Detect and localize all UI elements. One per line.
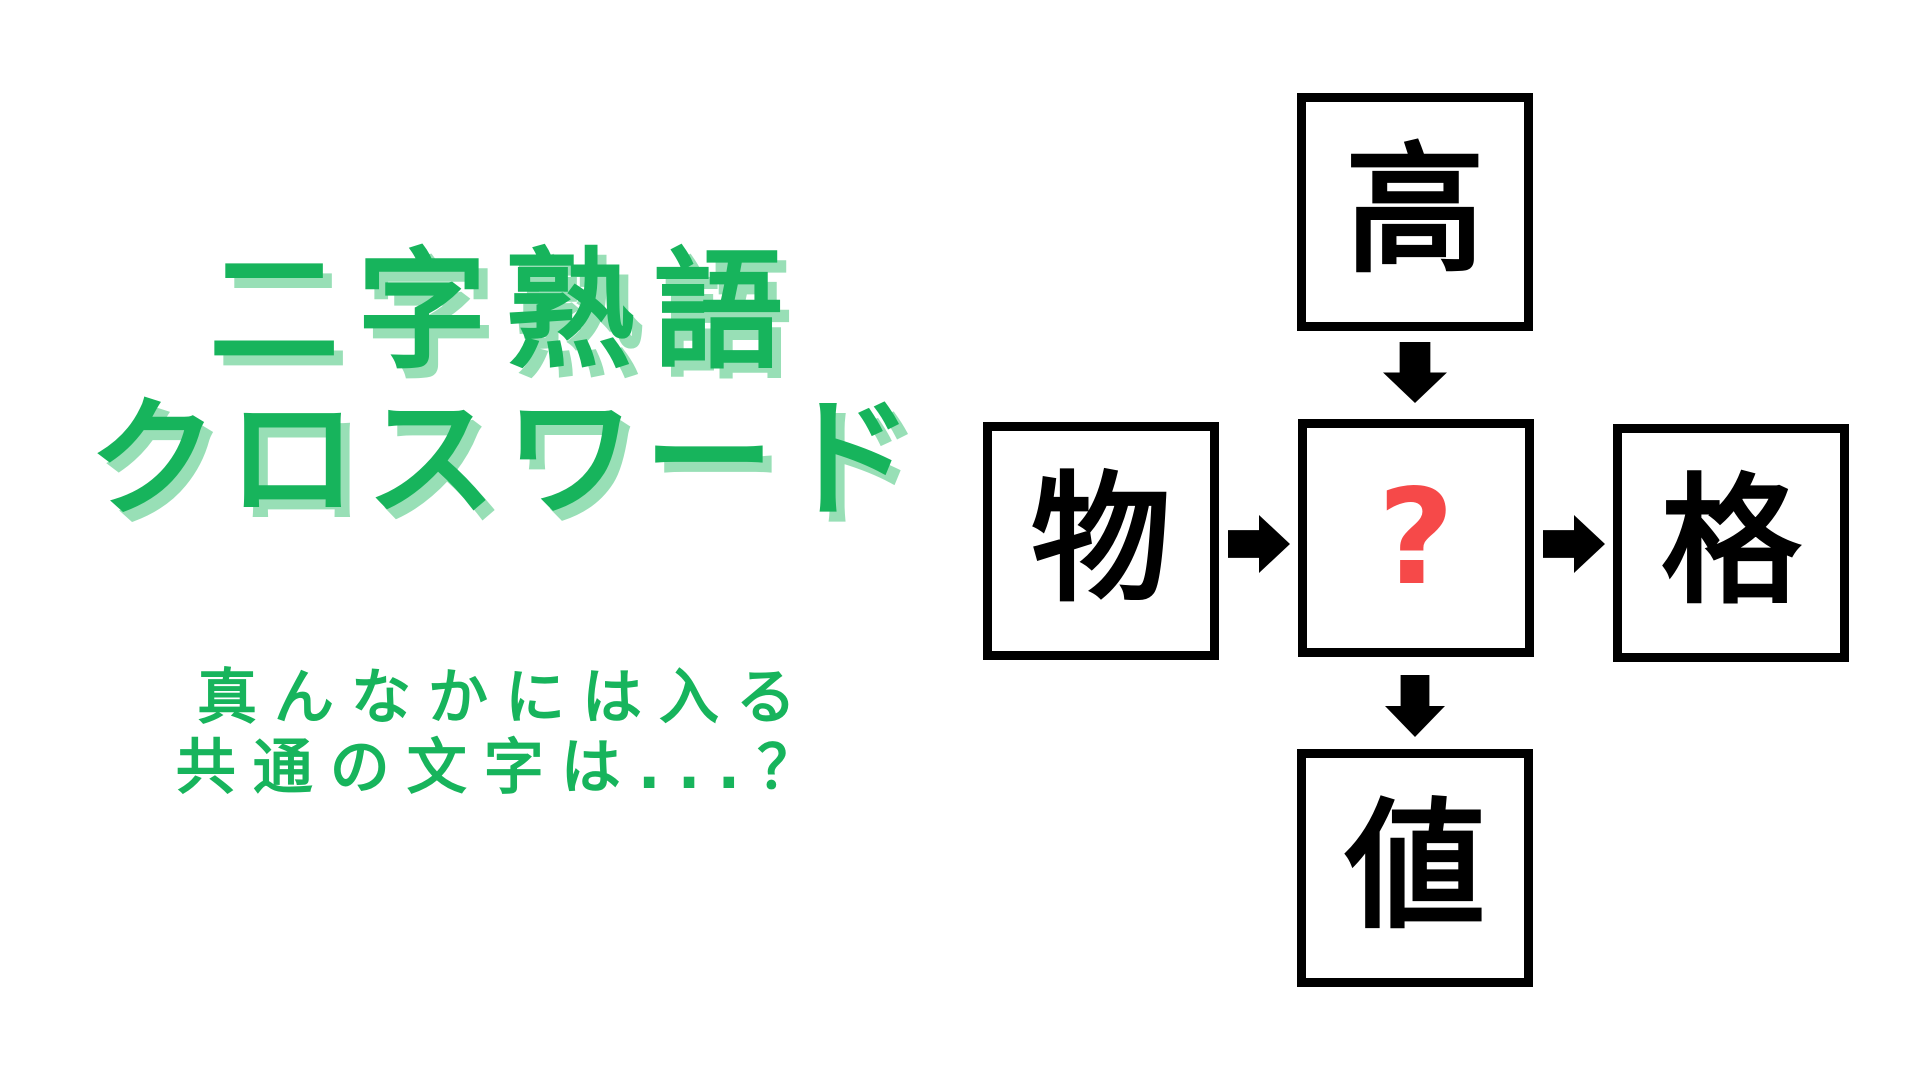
- puzzle-cell-bottom: 値: [1297, 749, 1533, 987]
- puzzle-cell-left: 物: [983, 422, 1219, 660]
- poster-title-line-1: 二字熟語: [208, 235, 802, 387]
- poster-title-line-2: クロスワード: [87, 383, 923, 535]
- puzzle-question-mark: ?: [1377, 461, 1455, 615]
- puzzle-char-top: 高: [1344, 130, 1485, 293]
- puzzle-cell-top: 高: [1297, 93, 1533, 331]
- puzzle-char-left: 物: [1030, 459, 1171, 622]
- poster-subtitle-line-1: 真んなかには入る: [197, 663, 813, 733]
- puzzle-cell-right: 格: [1613, 424, 1849, 662]
- puzzle-char-bottom: 値: [1344, 786, 1485, 949]
- arrow-down-icon: [1385, 675, 1445, 737]
- puzzle-cell-center-unknown: ?: [1298, 419, 1534, 657]
- arrow-right-icon: [1228, 515, 1290, 573]
- puzzle-char-right: 格: [1660, 461, 1801, 624]
- poster-subtitle-line-2: 共通の文字は...？: [175, 733, 835, 803]
- arrow-right-icon: [1543, 515, 1605, 573]
- arrow-down-icon: [1383, 342, 1447, 403]
